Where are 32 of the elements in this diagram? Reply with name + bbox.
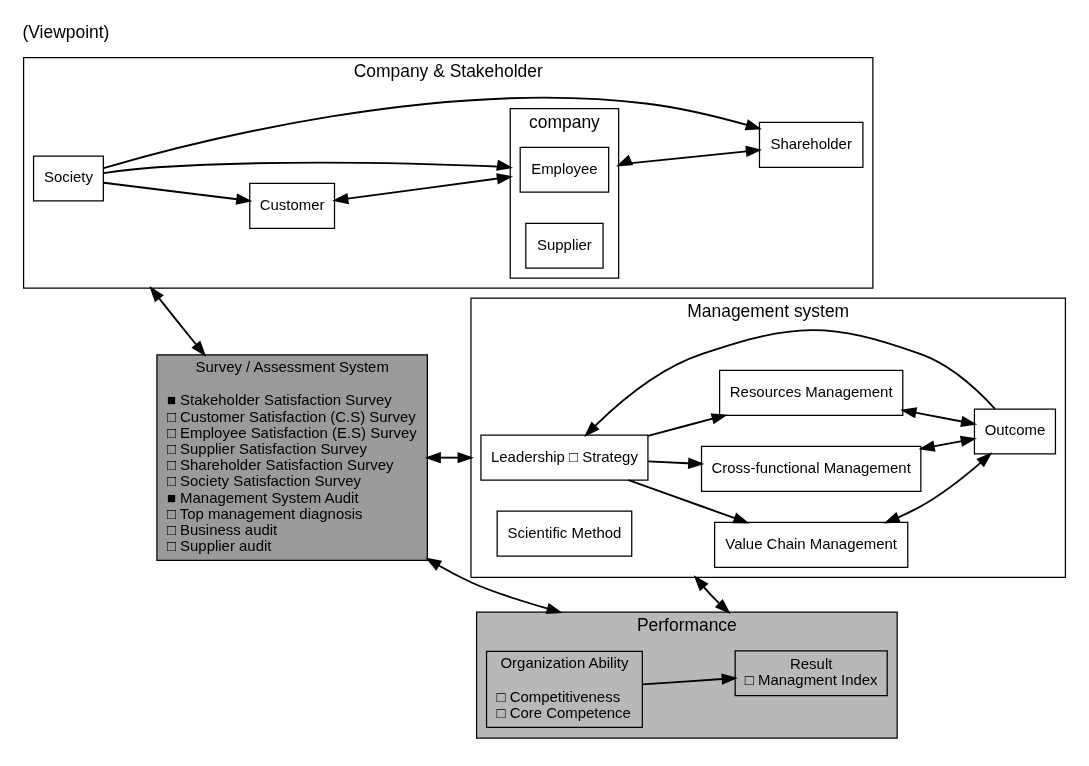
- arrow: [616, 145, 763, 166]
- arrow: [149, 285, 207, 357]
- arrow: [918, 435, 977, 452]
- node-box: Society: [32, 154, 104, 202]
- node-box: Outcome: [973, 407, 1057, 455]
- arrow: [102, 181, 253, 205]
- arrow: [424, 451, 474, 463]
- arrow: [584, 328, 996, 437]
- arrow: [102, 96, 762, 169]
- arrow: [693, 574, 731, 614]
- arrow: [102, 159, 513, 174]
- arrow: [627, 478, 750, 523]
- node-box: Organization Ability □ Competitiveness □ Core Competence: [485, 650, 643, 728]
- arrow: [647, 412, 728, 437]
- arrow: [332, 172, 514, 204]
- arrow: [647, 457, 705, 469]
- diagram-title: (Viewpoint): [22, 21, 110, 42]
- arrow: [883, 451, 993, 523]
- node-box: Scientific Method: [496, 510, 633, 557]
- node-box: Customer: [249, 182, 336, 229]
- node-box: Resources Management: [718, 369, 904, 416]
- node-box: Employee: [519, 146, 610, 193]
- node-box: Survey / Assessment System ■ Stakeholder Satisfaction Survey □ Customer Satisfaction (C.S) Survey □ Employee Satisfaction (E.S) Survey □ Supplier Satisfaction Survey □ Shareholder Satisfaction Survey □ Society Satisfaction Survey ■ Management System Audit □ Top management diagnosis □ Business audit □ Supplier audit: [156, 353, 428, 561]
- node-box: Supplier: [525, 222, 604, 269]
- node-box: Result □ Managment Index: [734, 649, 888, 696]
- arrow: [900, 406, 978, 427]
- node-box: Value Chain Management: [714, 521, 909, 568]
- node-box: Leadership □ Strategy: [480, 434, 649, 481]
- node-box: Cross-functional Management: [700, 445, 922, 492]
- node-box: Shareholder: [758, 121, 864, 168]
- arrow: [425, 557, 563, 614]
- arrow: [641, 672, 738, 685]
